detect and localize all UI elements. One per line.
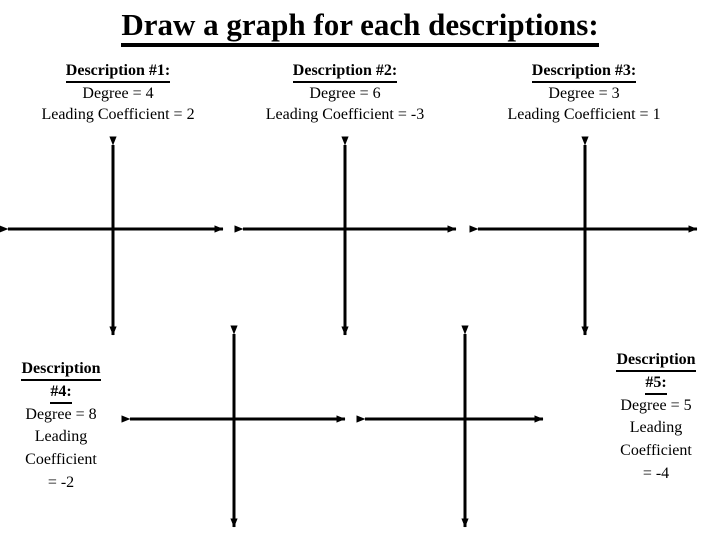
description-3-header: Description #3:: [531, 62, 637, 83]
description-block-3: Description #3: Degree = 3 Leading Coeff…: [472, 60, 696, 125]
description-5-degree: Degree = 5: [620, 396, 692, 414]
page-title: Draw a graph for each descriptions:: [0, 8, 720, 47]
description-1-degree: Degree = 4: [82, 84, 154, 102]
description-5-header-line1: Description: [597, 349, 715, 372]
description-2-coefficient: Leading Coefficient = -3: [265, 106, 425, 124]
description-block-2: Description #2: Degree = 6 Leading Coeff…: [233, 60, 457, 125]
axis-5: [356, 325, 544, 528]
description-1-header-line: Description #1:: [6, 60, 230, 83]
description-4-coefficient-word2: Coefficient: [25, 451, 97, 469]
description-4-coefficient-word1: Leading: [34, 428, 88, 446]
axis-4: [121, 325, 346, 528]
description-block-4: Description #4: Degree = 8 Leading Coeff…: [2, 358, 120, 495]
description-5-header-line2: #5:: [597, 372, 715, 395]
description-5-coefficient-word1: Leading: [629, 419, 683, 437]
description-5-header-part1: Description: [616, 351, 696, 372]
description-3-degree: Degree = 3: [548, 84, 620, 102]
description-1-header: Description #1:: [65, 62, 171, 83]
description-5-header-part2: #5:: [645, 374, 667, 395]
description-block-5: Description #5: Degree = 5 Leading Coeff…: [597, 349, 715, 486]
description-4-header-part2: #4:: [50, 383, 72, 404]
description-2-header-line: Description #2:: [233, 60, 457, 83]
description-4-coefficient-value: = -2: [47, 473, 75, 491]
axis-1: [0, 136, 224, 336]
description-2-header: Description #2:: [292, 62, 398, 83]
description-block-1: Description #1: Degree = 4 Leading Coeff…: [6, 60, 230, 125]
description-4-degree: Degree = 8: [25, 405, 97, 423]
description-3-header-line: Description #3:: [472, 60, 696, 83]
description-5-coefficient-value: = -4: [642, 464, 670, 482]
description-4-header-part1: Description: [21, 360, 101, 381]
description-1-coefficient: Leading Coefficient = 2: [41, 106, 195, 124]
description-2-degree: Degree = 6: [309, 84, 381, 102]
description-3-coefficient: Leading Coefficient = 1: [507, 106, 661, 124]
description-4-header-line2: #4:: [2, 381, 120, 404]
description-5-coefficient-word2: Coefficient: [620, 442, 692, 460]
axis-2: [234, 136, 457, 336]
axis-3: [469, 136, 698, 336]
description-4-header-line1: Description: [2, 358, 120, 381]
page-title-text: Draw a graph for each descriptions:: [121, 8, 599, 47]
